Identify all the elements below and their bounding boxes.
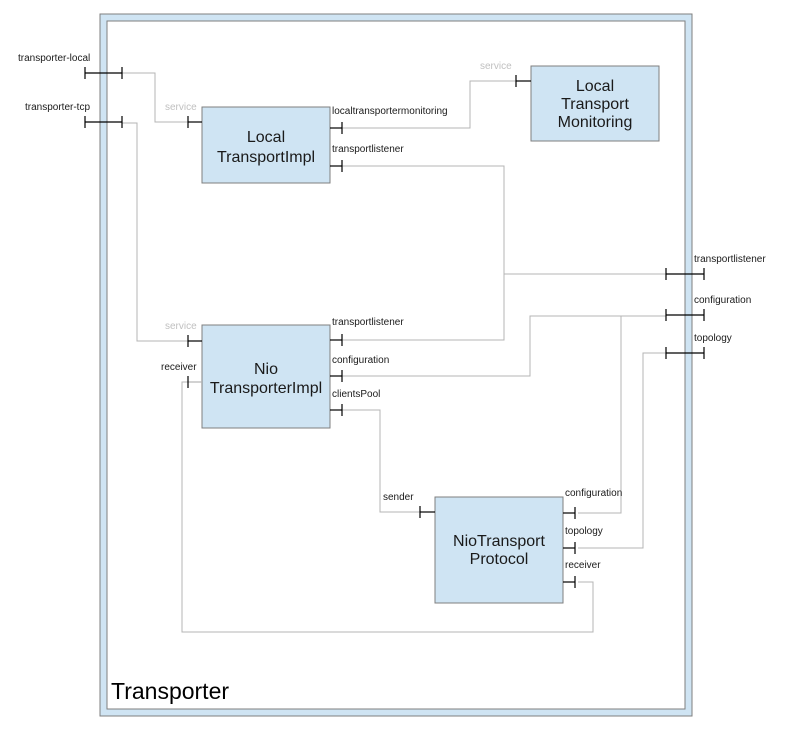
port-label: configuration <box>694 295 751 306</box>
component-label: TransporterImpl <box>210 380 322 397</box>
port-localimpl-service <box>187 116 202 128</box>
port-label: service <box>165 321 197 332</box>
port-label: clientsPool <box>332 389 380 400</box>
port-monitoring-service <box>515 75 531 87</box>
wire-receiver-loop <box>181 381 594 633</box>
wire-local-to-localimpl <box>122 72 188 123</box>
port-out-configuration <box>665 309 705 321</box>
port-out-transportlistener <box>665 268 705 280</box>
component-label: Protocol <box>470 551 529 568</box>
component-local-transport-impl[interactable]: Local TransportImpl <box>201 106 331 184</box>
component-label: Monitoring <box>558 114 633 131</box>
composite-title: Transporter <box>111 678 229 704</box>
component-label: Transport <box>561 96 629 113</box>
port-label: topology <box>565 526 603 537</box>
port-label: transportlistener <box>332 317 404 328</box>
port-transporter-tcp <box>84 116 123 128</box>
port-label: sender <box>383 492 414 503</box>
wire-monitoring <box>342 80 516 129</box>
wire-tcp-to-nioimpl <box>122 122 188 342</box>
wires <box>122 72 666 633</box>
wire-topology-protocol <box>578 352 666 549</box>
port-nioimpl-service <box>187 335 202 347</box>
wire-clientspool-sender <box>342 409 420 513</box>
port-transporter-local <box>84 67 123 79</box>
port-labels: transporter-local transporter-tcp transp… <box>18 53 766 571</box>
port-localimpl-monitoring <box>330 122 343 134</box>
component-nio-transporter-impl[interactable]: Nio TransporterImpl <box>201 324 331 429</box>
port-label: topology <box>694 333 732 344</box>
port-label: receiver <box>565 560 601 571</box>
wire-config-protocol <box>578 316 622 514</box>
port-label: configuration <box>332 355 389 366</box>
port-out-topology <box>665 347 705 359</box>
port-nioimpl-clientspool <box>330 404 343 416</box>
component-label: Local <box>247 129 285 146</box>
component-nio-transport-protocol[interactable]: NioTransport Protocol <box>434 496 564 604</box>
port-nioimpl-transportlistener <box>330 334 343 346</box>
port-label: service <box>165 102 197 113</box>
port-label: transporter-local <box>18 53 90 64</box>
component-label: NioTransport <box>453 533 545 550</box>
wire-config-nioimpl <box>342 315 666 377</box>
component-label: TransportImpl <box>217 149 315 166</box>
port-protocol-configuration <box>563 507 576 519</box>
port-protocol-sender <box>419 506 435 518</box>
port-label: service <box>480 61 512 72</box>
component-label: Local <box>576 78 614 95</box>
ports <box>84 67 705 588</box>
port-label: transportlistener <box>332 144 404 155</box>
port-label: transporter-tcp <box>25 102 90 113</box>
port-label: receiver <box>161 362 197 373</box>
port-nioimpl-configuration <box>330 370 343 382</box>
wire-transportlistener-loop <box>342 165 505 341</box>
port-protocol-receiver <box>563 576 576 588</box>
port-label: transportlistener <box>694 254 766 265</box>
port-label: localtransportermonitoring <box>332 106 448 117</box>
component-local-transport-monitoring[interactable]: Local Transport Monitoring <box>530 65 660 142</box>
port-protocol-topology <box>563 542 576 554</box>
port-localimpl-transportlistener <box>330 160 343 172</box>
component-label: Nio <box>254 361 278 378</box>
port-label: configuration <box>565 488 622 499</box>
port-nioimpl-receiver <box>187 376 202 388</box>
